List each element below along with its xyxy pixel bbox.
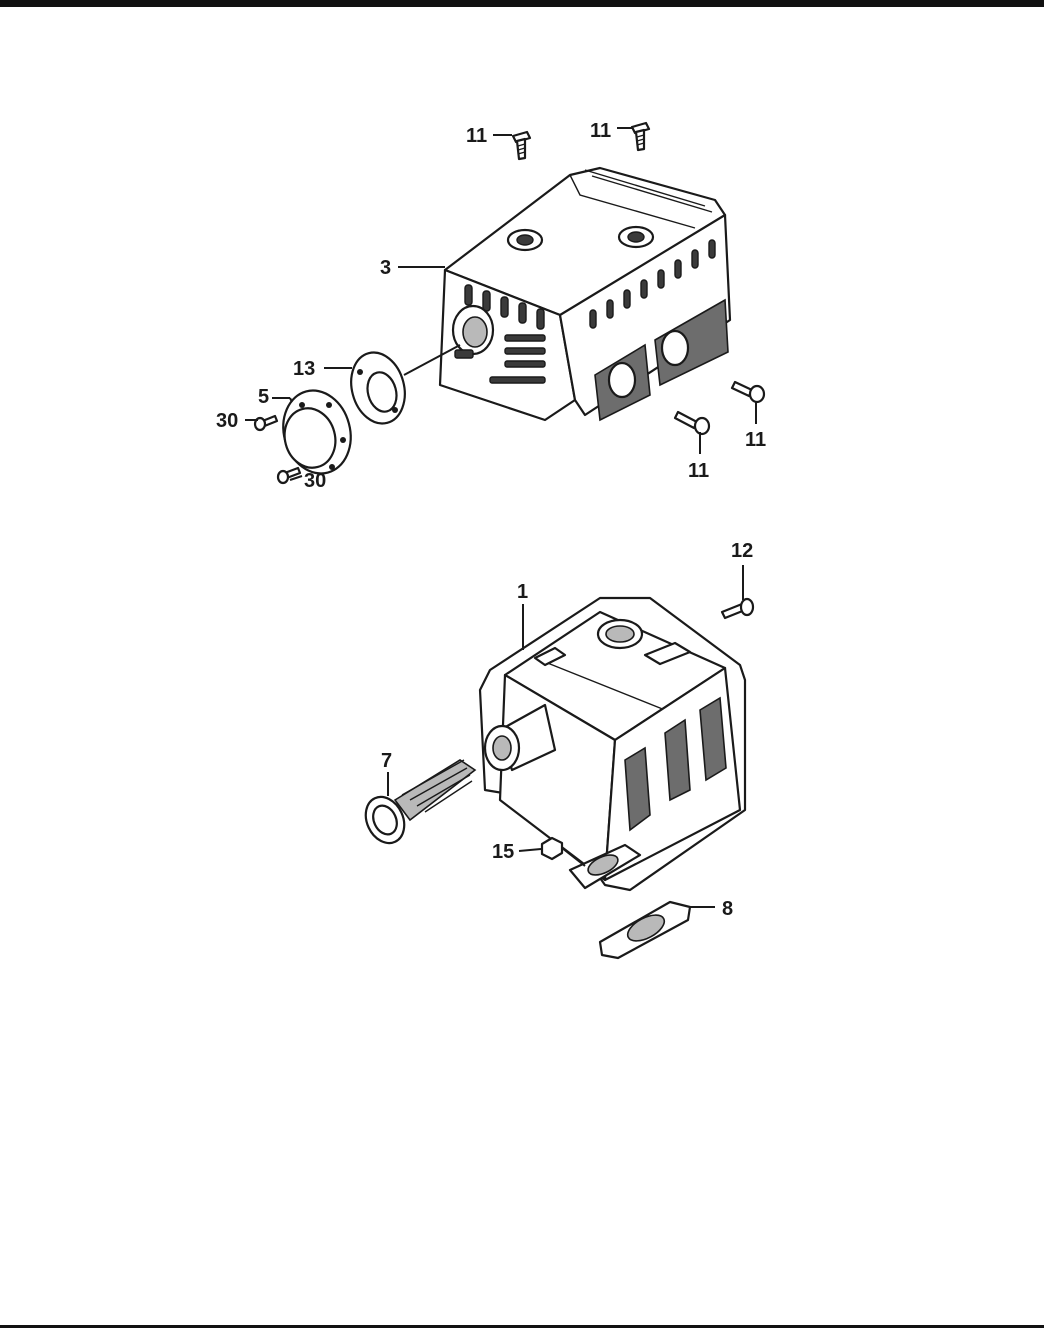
callout-11-right-lower: 11	[688, 460, 709, 482]
muffler-part-1	[480, 598, 745, 890]
spark-arrester-part-7	[359, 760, 475, 849]
bolt-part-11-right-lower	[675, 412, 709, 434]
gasket-part-8	[600, 902, 690, 958]
callout-13: 13	[293, 358, 315, 380]
callout-7: 7	[381, 750, 392, 772]
bolt-part-11-top-right	[632, 123, 649, 150]
callout-11-top-left: 11	[466, 125, 487, 147]
callout-8: 8	[722, 898, 733, 920]
callout-1: 1	[517, 581, 528, 603]
screw-part-30-bottom	[278, 468, 300, 483]
callout-11-right-upper: 11	[745, 429, 766, 451]
callout-15: 15	[492, 841, 514, 863]
callout-12: 12	[731, 540, 753, 562]
callout-5: 5	[258, 386, 269, 408]
bolt-part-11-right-upper	[732, 382, 764, 402]
screw-part-30-left	[255, 416, 277, 430]
bolt-part-11-top-left	[513, 132, 530, 159]
callout-30-left: 30	[216, 410, 238, 432]
protector-part-3	[440, 168, 730, 420]
callout-11-top-right: 11	[590, 120, 611, 142]
nut-part-15	[542, 838, 562, 859]
callout-3: 3	[380, 257, 391, 279]
gasket-part-13	[344, 346, 413, 429]
bolt-part-12	[722, 599, 753, 618]
callout-30-bottom: 30	[304, 470, 326, 492]
bottom-rule	[0, 1325, 1044, 1328]
